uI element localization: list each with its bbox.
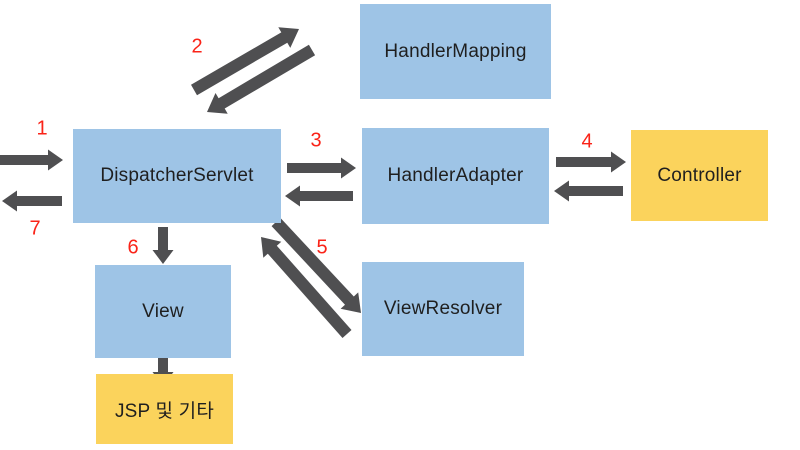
node-view-resolver: ViewResolver [362,262,524,356]
arrow-step6-to-view [152,227,174,264]
step-label-2: 2 [191,35,203,58]
node-label-dispatcher-servlet: DispatcherServlet [100,165,254,186]
arrow-step4-from-controller [554,180,623,202]
arrow-step7-response-out [2,190,62,212]
node-handler-adapter: HandlerAdapter [362,128,549,224]
step-label-3: 3 [310,129,322,152]
arrow-step1-request-in [0,149,63,171]
arrow-step2-to-handler-mapping [191,27,299,96]
step-label-6: 6 [127,236,139,259]
step-label-7: 7 [29,217,41,240]
node-label-view: View [142,300,184,322]
arrow-step5-from-view-resolver [261,237,352,338]
arrow-step3-to-handler-adapter [287,157,356,179]
node-handler-mapping: HandlerMapping [360,4,551,99]
arrow-step4-to-controller [556,151,626,173]
node-label-view-resolver: ViewResolver [383,298,503,319]
step-label-1: 1 [36,117,48,140]
node-jsp-etc: JSP 및 기타 [96,374,233,444]
node-view: View [95,265,231,358]
node-dispatcher-servlet: DispatcherServlet [73,129,281,223]
node-label-controller: Controller [657,164,742,186]
node-label-handler-adapter: HandlerAdapter [387,165,524,186]
node-label-handler-mapping: HandlerMapping [384,40,527,62]
node-label-jsp-etc: JSP 및 기타 [114,400,215,422]
arrow-step3-from-handler-adapter [285,185,353,207]
arrow-step5-to-view-resolver [271,217,361,313]
node-controller: Controller [631,130,768,221]
arrow-step2-from-handler-mapping [207,44,316,114]
step-label-5: 5 [316,236,328,259]
step-label-4: 4 [581,130,593,153]
